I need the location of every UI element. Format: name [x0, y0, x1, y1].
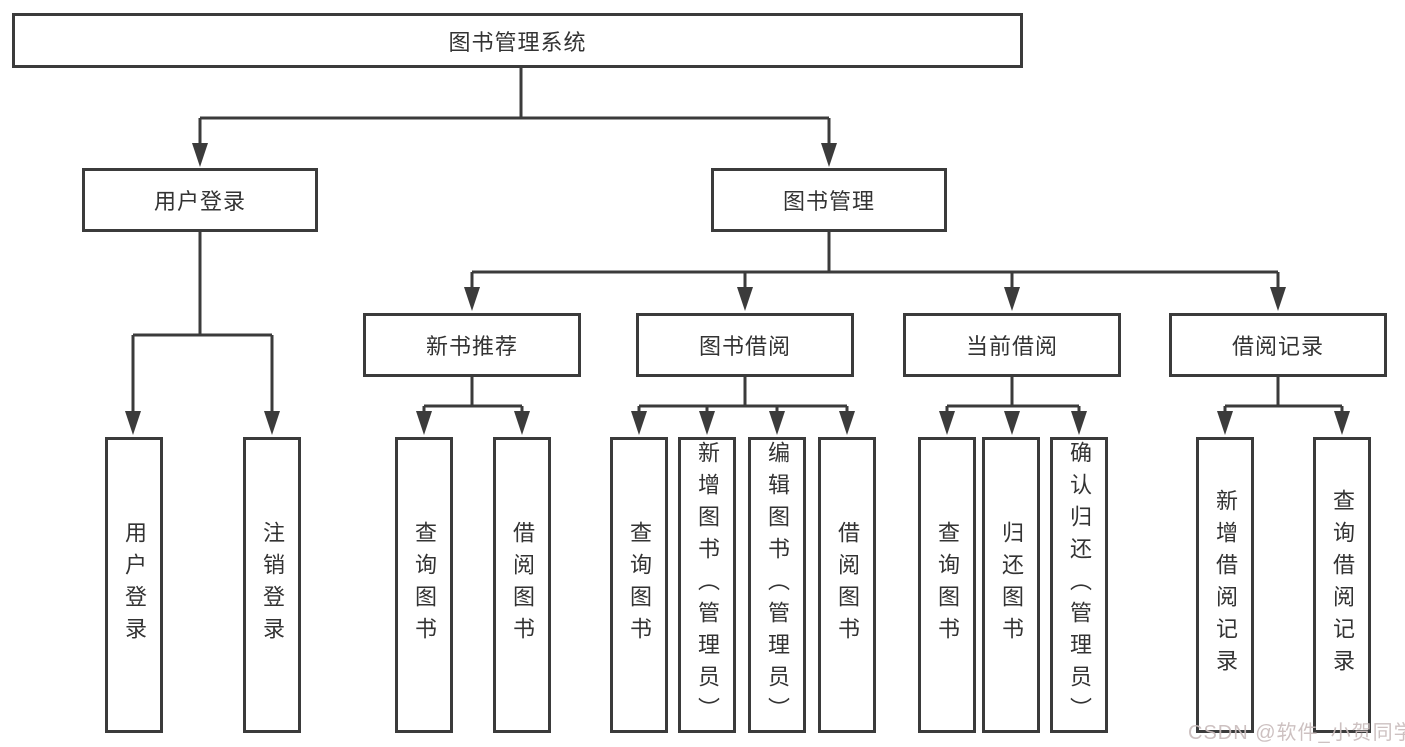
arrowhead-icon — [1334, 411, 1350, 435]
leaf-label: 借阅图书 — [835, 521, 860, 649]
arrowhead-icon — [699, 411, 715, 435]
arrowhead-icon — [1004, 411, 1020, 435]
arrowhead-icon — [631, 411, 647, 435]
leaf-label: 用户登录 — [122, 521, 147, 649]
node-leaf-bb-add-books: 新增图书（管理员） — [678, 437, 736, 733]
node-book-management: 图书管理 — [711, 168, 947, 232]
arrowhead-icon — [1217, 411, 1233, 435]
leaf-label: 确认归还（管理员） — [1067, 441, 1092, 729]
node-leaf-br-query-record: 查询借阅记录 — [1313, 437, 1371, 733]
node-leaf-nb-borrow-books: 借阅图书 — [493, 437, 551, 733]
connector-bookmgmt-to-level3 — [464, 232, 1286, 311]
arrowhead-icon — [737, 287, 753, 311]
node-new-book-recommend: 新书推荐 — [363, 313, 581, 377]
arrowhead-icon — [464, 287, 480, 311]
connector-records-to-leaves — [1217, 377, 1350, 435]
node-book-borrow: 图书借阅 — [636, 313, 854, 377]
node-leaf-cb-query-books: 查询图书 — [918, 437, 976, 733]
node-leaf-nb-query-books: 查询图书 — [395, 437, 453, 733]
arrowhead-icon — [839, 411, 855, 435]
connector-bookborrow-to-leaves — [631, 377, 855, 435]
leaf-label: 查询借阅记录 — [1330, 489, 1355, 681]
node-leaf-cb-confirm-return: 确认归还（管理员） — [1050, 437, 1108, 733]
arrowhead-icon — [264, 411, 280, 435]
node-leaf-logout: 注销登录 — [243, 437, 301, 733]
leaf-label: 查询图书 — [627, 521, 652, 649]
node-leaf-bb-query-books: 查询图书 — [610, 437, 668, 733]
arrowhead-icon — [416, 411, 432, 435]
connector-newbook-to-leaves — [416, 377, 530, 435]
node-leaf-bb-borrow-books: 借阅图书 — [818, 437, 876, 733]
leaf-label: 查询图书 — [412, 521, 437, 649]
arrowhead-icon — [769, 411, 785, 435]
connector-root-to-level2 — [192, 68, 837, 167]
node-leaf-bb-edit-books: 编辑图书（管理员） — [748, 437, 806, 733]
node-root-system: 图书管理系统 — [12, 13, 1023, 68]
leaf-label: 新增图书（管理员） — [695, 441, 720, 729]
node-leaf-br-add-record: 新增借阅记录 — [1196, 437, 1254, 733]
arrowhead-icon — [1270, 287, 1286, 311]
node-user-login: 用户登录 — [82, 168, 318, 232]
leaf-label: 新增借阅记录 — [1213, 489, 1238, 681]
node-leaf-cb-return-books: 归还图书 — [982, 437, 1040, 733]
arrowhead-icon — [192, 143, 208, 167]
node-leaf-user-login: 用户登录 — [105, 437, 163, 733]
node-borrow-records: 借阅记录 — [1169, 313, 1387, 377]
arrowhead-icon — [125, 411, 141, 435]
arrowhead-icon — [1071, 411, 1087, 435]
arrowhead-icon — [1004, 287, 1020, 311]
leaf-label: 借阅图书 — [510, 521, 535, 649]
leaf-label: 查询图书 — [935, 521, 960, 649]
leaf-label: 注销登录 — [260, 521, 285, 649]
arrowhead-icon — [821, 143, 837, 167]
arrowhead-icon — [514, 411, 530, 435]
connector-userlogin-to-leaves — [125, 232, 280, 435]
arrowhead-icon — [939, 411, 955, 435]
watermark: CSDN @软件_小贺同学 — [1188, 722, 1405, 744]
connector-currentborrow-to-leaves — [939, 377, 1087, 435]
leaf-label: 归还图书 — [999, 521, 1024, 649]
node-current-borrow: 当前借阅 — [903, 313, 1121, 377]
leaf-label: 编辑图书（管理员） — [765, 441, 790, 729]
